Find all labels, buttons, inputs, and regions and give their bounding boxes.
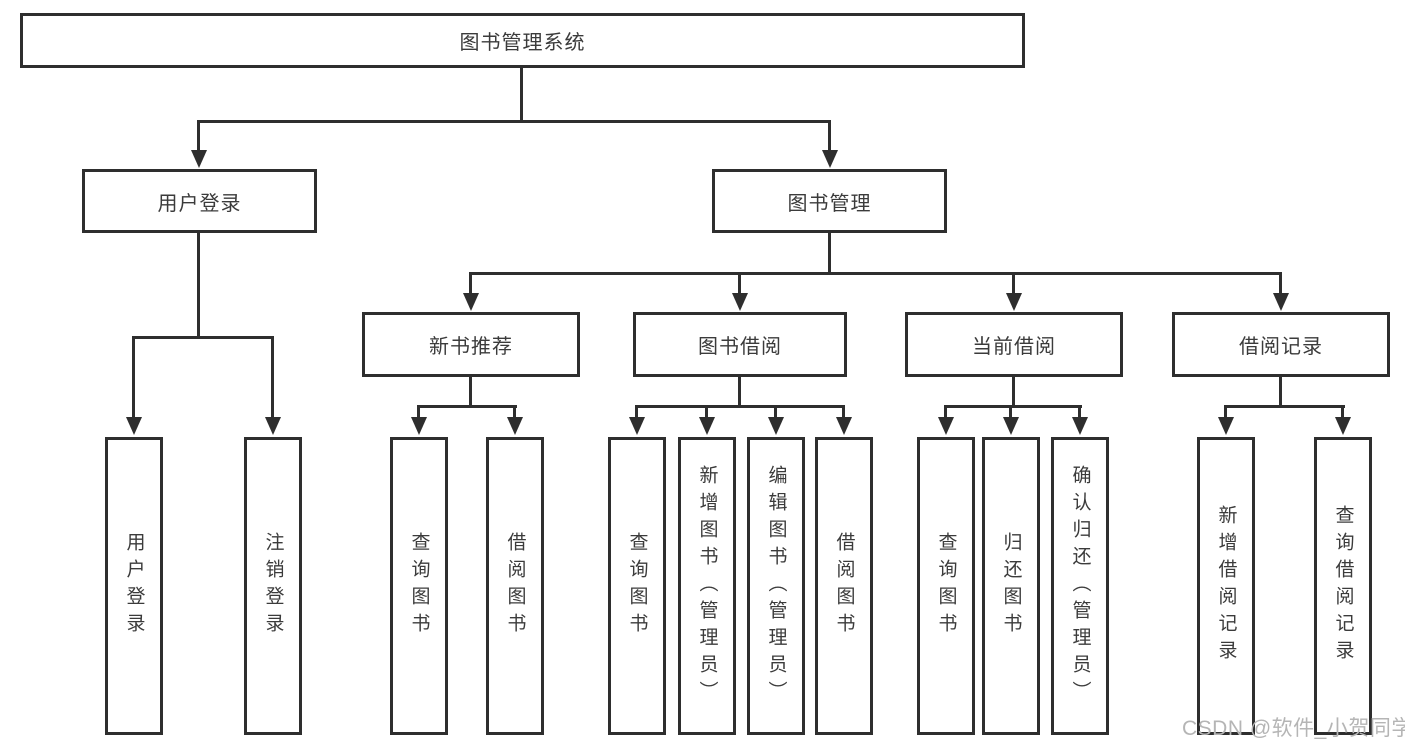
arrowhead <box>1072 417 1088 435</box>
arrowhead <box>732 293 748 311</box>
node-label: 归还图书 <box>1000 532 1022 640</box>
arrowhead <box>822 150 838 168</box>
node-label: 查询图书 <box>935 532 957 640</box>
connector-line <box>738 272 741 295</box>
connector-line <box>469 272 1282 275</box>
node-leaf-borrow-books-1: 借阅图书 <box>486 437 544 735</box>
node-leaf-return-books: 归还图书 <box>982 437 1040 735</box>
node-book-management: 图书管理 <box>712 169 947 233</box>
connector-line <box>635 405 638 419</box>
connector-line <box>705 405 708 419</box>
node-leaf-query-borrow-record: 查询借阅记录 <box>1314 437 1372 735</box>
arrowhead <box>699 417 715 435</box>
node-leaf-add-book-admin: 新增图书（管理员） <box>678 437 736 735</box>
node-label: 查询图书 <box>408 532 430 640</box>
connector-line <box>520 68 523 120</box>
arrowhead <box>507 417 523 435</box>
node-leaf-edit-book-admin: 编辑图书（管理员） <box>747 437 805 735</box>
arrowhead <box>1218 417 1234 435</box>
connector-line <box>469 272 472 295</box>
connector-line <box>1224 405 1345 408</box>
arrowhead <box>629 417 645 435</box>
node-label: 注销登录 <box>262 532 284 640</box>
node-new-book-recommend: 新书推荐 <box>362 312 580 377</box>
arrowhead <box>1273 293 1289 311</box>
connector-line <box>774 405 777 419</box>
connector-line <box>132 336 273 339</box>
node-label: 图书管理系统 <box>459 32 586 54</box>
arrowhead <box>1006 293 1022 311</box>
node-leaf-query-books-2: 查询图书 <box>608 437 666 735</box>
connector-line <box>1012 272 1015 295</box>
node-label: 编辑图书（管理员） <box>765 464 787 708</box>
arrowhead <box>1335 417 1351 435</box>
node-leaf-logout: 注销登录 <box>244 437 302 735</box>
node-leaf-add-borrow-record: 新增借阅记录 <box>1197 437 1255 735</box>
arrowhead <box>411 417 427 435</box>
connector-line <box>197 233 200 336</box>
arrowhead <box>938 417 954 435</box>
node-leaf-query-books-1: 查询图书 <box>390 437 448 735</box>
connector-line <box>1279 377 1282 405</box>
connector-line <box>1012 377 1015 405</box>
node-leaf-user-login: 用户登录 <box>105 437 163 735</box>
connector-line <box>1078 405 1081 419</box>
node-label: 图书管理 <box>787 192 872 215</box>
connector-line <box>271 336 274 419</box>
connector-line <box>944 405 947 419</box>
node-label: 新增图书（管理员） <box>696 464 718 708</box>
connector-line <box>828 233 831 272</box>
arrowhead <box>768 417 784 435</box>
node-label: 用户登录 <box>123 532 145 640</box>
connector-line <box>828 120 831 152</box>
connector-line <box>1224 405 1227 419</box>
connector-line <box>132 336 135 419</box>
node-user-login-branch: 用户登录 <box>82 169 317 233</box>
node-label: 查询借阅记录 <box>1332 505 1354 667</box>
node-current-borrow: 当前借阅 <box>905 312 1123 377</box>
connector-line <box>1279 272 1282 295</box>
arrowhead <box>1003 417 1019 435</box>
node-label: 用户登录 <box>157 192 242 215</box>
node-borrow-records: 借阅记录 <box>1172 312 1390 377</box>
connector-line <box>1341 405 1344 419</box>
node-leaf-borrow-books-2: 借阅图书 <box>815 437 873 735</box>
connector-line <box>513 405 516 419</box>
connector-line <box>1009 405 1012 419</box>
node-label: 借阅图书 <box>833 532 855 640</box>
node-label: 新书推荐 <box>429 336 513 358</box>
connector-line <box>417 405 517 408</box>
node-label: 新增借阅记录 <box>1215 505 1237 667</box>
node-label: 图书借阅 <box>698 336 782 358</box>
connector-line <box>469 377 472 405</box>
arrowhead <box>191 150 207 168</box>
connector-line <box>635 405 845 408</box>
csdn-watermark: CSDN @软件_小贺同学 <box>1182 717 1405 740</box>
node-label: 当前借阅 <box>972 336 1056 358</box>
node-leaf-query-books-3: 查询图书 <box>917 437 975 735</box>
connector-line <box>944 405 1082 408</box>
connector-line <box>738 377 741 405</box>
node-label: 确认归还（管理员） <box>1069 464 1091 708</box>
connector-line <box>842 405 845 419</box>
node-label: 查询图书 <box>626 532 648 640</box>
connector-line <box>197 120 200 152</box>
connector-line <box>417 405 420 419</box>
node-label: 借阅图书 <box>504 532 526 640</box>
node-book-borrow: 图书借阅 <box>633 312 847 377</box>
node-leaf-confirm-return-admin: 确认归还（管理员） <box>1051 437 1109 735</box>
connector-line <box>197 120 831 123</box>
node-root: 图书管理系统 <box>20 13 1025 68</box>
node-label: 借阅记录 <box>1239 336 1323 358</box>
arrowhead <box>126 417 142 435</box>
arrowhead <box>836 417 852 435</box>
arrowhead <box>265 417 281 435</box>
arrowhead <box>463 293 479 311</box>
